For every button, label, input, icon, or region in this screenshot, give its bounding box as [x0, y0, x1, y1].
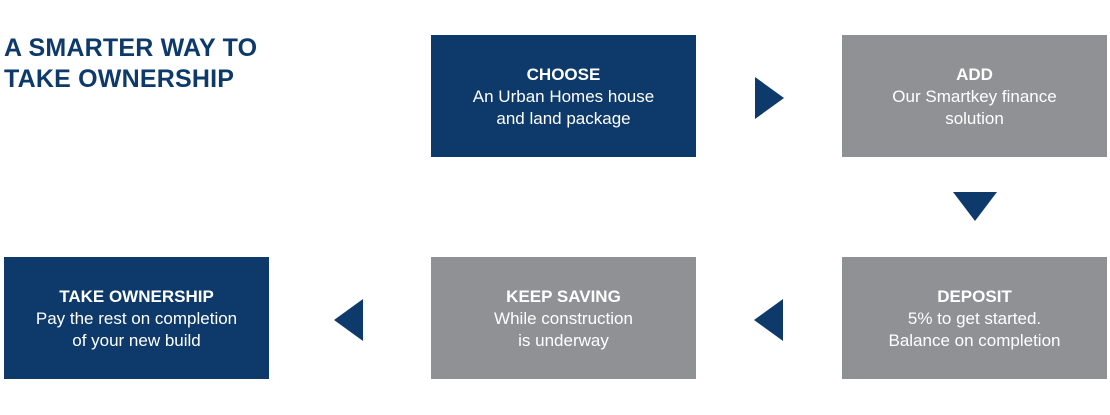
- step-deposit: DEPOSIT 5% to get started. Balance on co…: [842, 257, 1107, 379]
- step-keep-saving: KEEP SAVING While construction is underw…: [431, 257, 696, 379]
- arrow-left-icon: [754, 299, 783, 341]
- step-take-ownership-line-1: Pay the rest on completion: [35, 308, 238, 328]
- diagram-heading: A SMARTER WAY TO TAKE OWNERSHIP: [4, 33, 257, 95]
- step-choose-line-1: An Urban Homes house: [472, 86, 655, 106]
- step-take-ownership-line-2: of your new build: [72, 330, 201, 350]
- step-deposit-line-1: 5% to get started.: [907, 308, 1042, 328]
- arrow-left-icon: [334, 299, 363, 341]
- step-deposit-line-2: Balance on completion: [888, 330, 1061, 350]
- step-choose-title: CHOOSE: [526, 64, 601, 84]
- step-add: ADD Our Smartkey finance solution: [842, 35, 1107, 157]
- heading-line-2: TAKE OWNERSHIP: [4, 65, 235, 93]
- step-choose: CHOOSE An Urban Homes house and land pac…: [431, 35, 696, 157]
- step-take-ownership-title: TAKE OWNERSHIP: [59, 286, 214, 306]
- step-take-ownership: TAKE OWNERSHIP Pay the rest on completio…: [4, 257, 269, 379]
- step-keep-saving-line-1: While construction: [494, 308, 633, 328]
- step-add-line-1: Our Smartkey finance: [892, 86, 1057, 106]
- step-add-line-2: solution: [945, 108, 1004, 128]
- arrow-down-icon: [953, 192, 997, 221]
- step-keep-saving-line-2: is underway: [518, 330, 609, 350]
- arrow-right-icon: [755, 77, 784, 119]
- heading-line-1: A SMARTER WAY TO: [4, 34, 258, 62]
- step-add-title: ADD: [956, 64, 993, 84]
- step-deposit-title: DEPOSIT: [937, 286, 1012, 306]
- step-keep-saving-title: KEEP SAVING: [506, 286, 621, 306]
- step-choose-line-2: and land package: [496, 108, 631, 128]
